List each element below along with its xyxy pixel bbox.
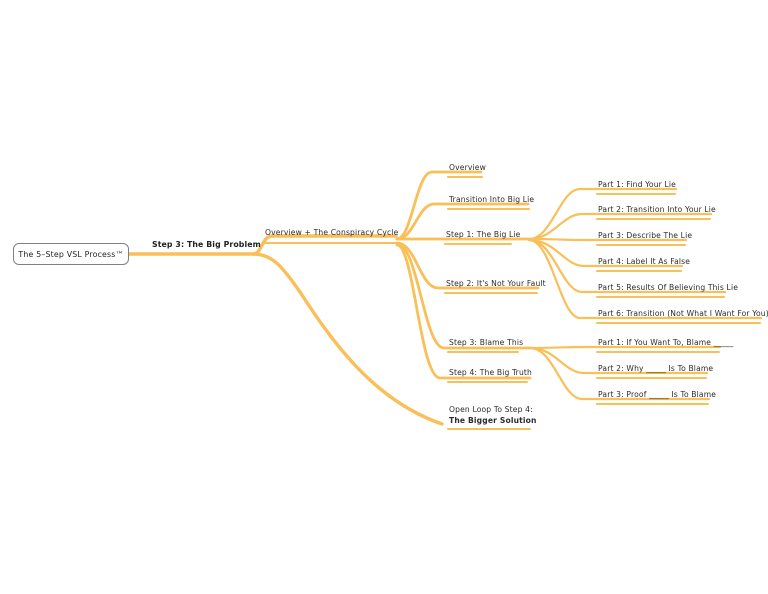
underline-step-3-blame-this (447, 351, 519, 354)
underline-step-2-not-your-fault (444, 292, 538, 295)
node-part-3-describe-the-lie[interactable]: Part 3: Describe The Lie (598, 231, 693, 240)
node-step-4-big-truth[interactable]: Step 4: The Big Truth (449, 368, 532, 377)
underline-transition-into-big-lie (447, 208, 530, 211)
underline-part-4-label-it-as-false (596, 270, 682, 273)
node-overview[interactable]: Overview (449, 163, 486, 172)
node-step-1-big-lie[interactable]: Step 1: The Big Lie (446, 230, 521, 239)
node-overview-conspiracy-cycle[interactable]: Overview + The Conspiracy Cycle (265, 228, 399, 237)
connector-hub-to-step3 (395, 242, 532, 350)
connector-step3-to-part3 (528, 346, 711, 401)
underline-open-loop-step-4 (447, 428, 531, 431)
underline-part-2-transition-into-your-lie (596, 218, 711, 221)
node-part-1-if-you-want-to-blame[interactable]: Part 1: If You Want To, Blame _____ (598, 338, 734, 347)
connector-step1-to-part1 (527, 187, 678, 241)
underline-step-4-big-truth (447, 381, 528, 384)
underline-overview-conspiracy-cycle (263, 242, 397, 245)
connector-trunk-to-open-loop (251, 252, 444, 426)
connector-hub-to-step4 (395, 243, 532, 380)
underline-step-1-big-lie (444, 243, 512, 246)
underline-part-3-describe-the-lie (596, 244, 686, 247)
node-part-6-transition-not-what-i-want[interactable]: Part 6: Transition (Not What I Want For … (598, 309, 768, 318)
node-part-4-label-it-as-false[interactable]: Part 4: Label It As False (598, 257, 691, 266)
node-part-3-proof-is-to-blame[interactable]: Part 3: Proof _____ Is To Blame (598, 390, 717, 399)
root-node-label: The 5–Step VSL Process™ (18, 249, 124, 259)
node-step-3-blame-this[interactable]: Step 3: Blame This (449, 338, 524, 347)
connector-hub-to-overview (395, 170, 483, 241)
underline-overview (447, 176, 483, 179)
root-node[interactable]: The 5–Step VSL Process™ (13, 243, 129, 265)
node-part-2-transition-into-your-lie[interactable]: Part 2: Transition Into Your Lie (598, 205, 716, 214)
node-part-1-find-your-lie[interactable]: Part 1: Find Your Lie (598, 180, 676, 189)
node-transition-into-big-lie[interactable]: Transition Into Big Lie (449, 195, 535, 204)
underline-part-2-why-is-to-blame (596, 377, 707, 380)
underline-part-1-find-your-lie (596, 193, 676, 196)
node-step-2-not-your-fault[interactable]: Step 2: It's Not Your Fault (446, 279, 546, 288)
underline-part-1-if-you-want-to-blame (596, 351, 720, 354)
underline-part-5-results-of-believing (596, 296, 725, 299)
underline-part-3-proof-is-to-blame (596, 403, 709, 406)
node-open-loop-step-4[interactable]: Open Loop To Step 4: (449, 405, 533, 414)
node-part-5-results-of-believing[interactable]: Part 5: Results Of Believing This Lie (598, 283, 739, 292)
node-open-loop-step-4-bold[interactable]: The Bigger Solution (449, 416, 537, 425)
connector-step1-to-part6 (527, 238, 763, 320)
underline-part-6-transition-not-what-i-want (596, 322, 761, 325)
node-part-2-why-is-to-blame[interactable]: Part 2: Why _____ Is To Blame (598, 364, 714, 373)
connector-step1-to-part3 (527, 237, 688, 242)
trunk-label-step-3-big-problem[interactable]: Step 3: The Big Problem (152, 240, 261, 249)
connector-hub-to-step2 (395, 241, 540, 290)
